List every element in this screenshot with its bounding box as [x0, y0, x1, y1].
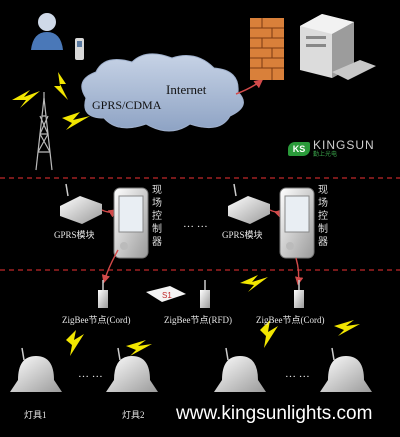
node-rfd-label: ZigBee节点(RFD) [164, 315, 232, 325]
lamp-4 [320, 347, 372, 392]
lamp-1-label: 灯具1 [24, 410, 47, 420]
zigbee-node-cord-left [98, 280, 108, 308]
gprs-cdma-label: GPRS/CDMA [92, 98, 162, 112]
controller-left [113, 187, 149, 259]
lightning-icons [12, 72, 360, 356]
gprs-module-right-label: GPRS模块 [222, 230, 263, 240]
server-icon [300, 14, 376, 80]
brand-name: KINGSUN [313, 138, 375, 152]
website-url: www.kingsunlights.com [176, 403, 373, 424]
firewall-icon [250, 18, 284, 80]
node-cord-left-label: ZigBee节点(Cord) [62, 315, 131, 325]
gprs-module-left-label: GPRS模块 [54, 230, 95, 240]
controller-left-label: 现场控制器 [152, 185, 162, 248]
lamp-2 [106, 347, 158, 392]
internet-arrow [235, 79, 264, 95]
zigbee-node-rfd: S1 [146, 280, 210, 308]
gprs-module-left [60, 183, 102, 224]
brand-mark: KS [288, 141, 310, 156]
lamp-2-label: 灯具2 [122, 410, 145, 420]
kingsun-logo: KS KINGSUN 勤上光电 [288, 139, 375, 158]
ellipsis-top: … … [183, 218, 208, 230]
network-cloud [81, 53, 244, 132]
internet-label: Internet [166, 82, 207, 97]
controller-right-label: 现场控制器 [318, 185, 328, 248]
lamp-1 [10, 347, 62, 392]
ctrl-arrow-left [101, 249, 119, 284]
ellipsis-lamps-left: … … [78, 368, 103, 380]
zigbee-node-cord-right [294, 280, 304, 308]
rfd-badge: S1 [162, 291, 172, 300]
cell-tower-icon [35, 92, 53, 171]
controller-right [279, 187, 315, 259]
lamp-3 [214, 347, 266, 392]
brand-sub: 勤上光电 [313, 151, 338, 158]
user-icon [31, 13, 63, 50]
mobile-phone-icon [75, 38, 84, 60]
node-cord-right-label: ZigBee节点(Cord) [256, 315, 325, 325]
gprs-module-right [228, 183, 270, 224]
ellipsis-lamps-right: … … [285, 368, 310, 380]
